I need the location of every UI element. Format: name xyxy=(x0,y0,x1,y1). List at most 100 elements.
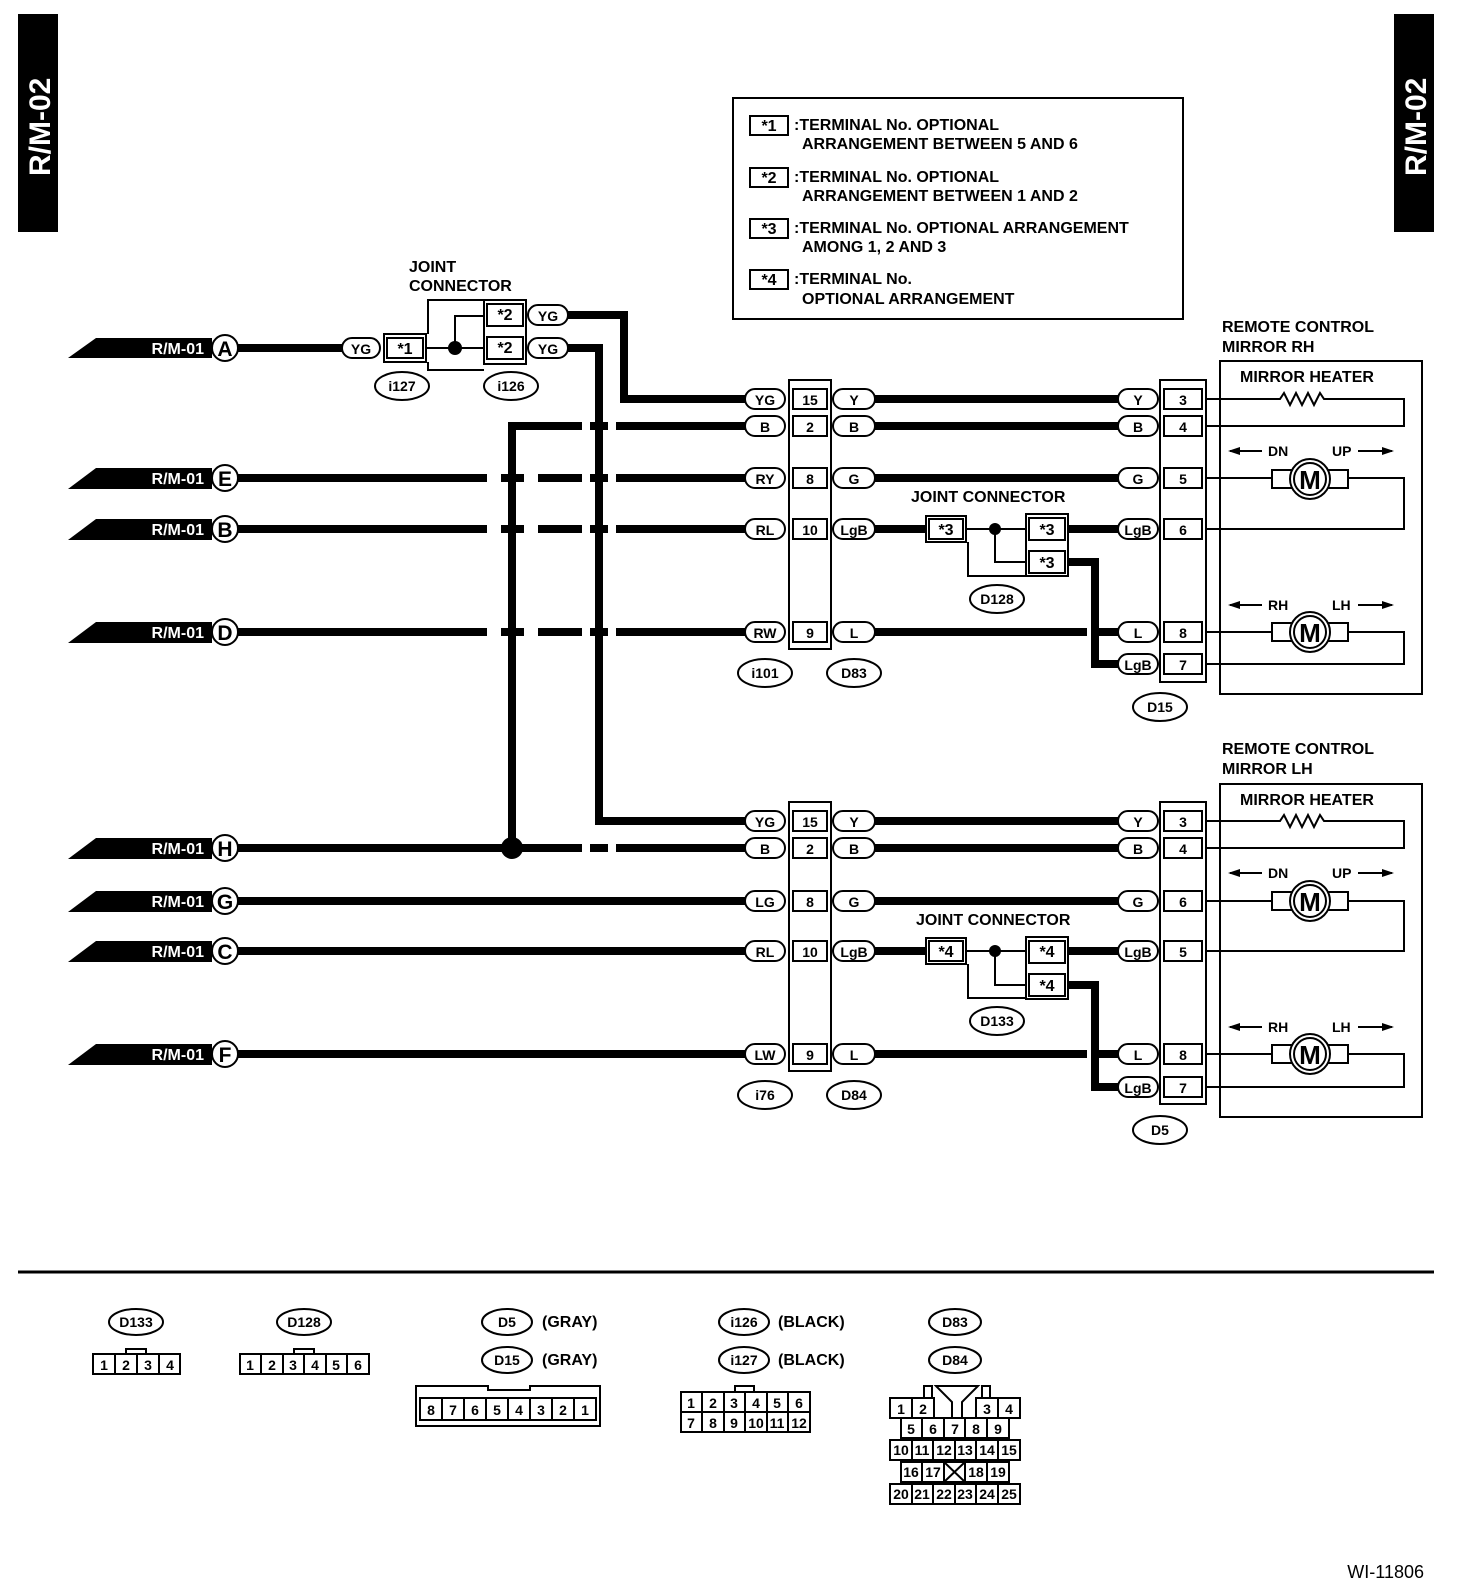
terminal-key: *4 xyxy=(1039,944,1054,961)
pin-number: 10 xyxy=(802,944,818,960)
pin-number: 7 xyxy=(449,1402,457,1418)
pin-number: 20 xyxy=(893,1486,909,1502)
motor-label: M xyxy=(1299,465,1321,495)
legend-item: *4 :TERMINAL No. OPTIONAL ARRANGEMENT xyxy=(749,269,1015,308)
source-ref: R/M-01 xyxy=(152,341,205,358)
source-letter: B xyxy=(217,519,232,542)
connector-id: D133 xyxy=(119,1314,153,1330)
wire-color-label: G xyxy=(849,471,860,487)
source-flag-h: R/M-01 H xyxy=(68,834,239,862)
pin-number: 3 xyxy=(1179,814,1187,830)
page-tab-left: R/M-02 xyxy=(18,14,58,232)
wire-color-label: RL xyxy=(756,944,775,960)
source-letter: E xyxy=(218,468,232,491)
pin-number: 18 xyxy=(968,1464,984,1480)
wire-color-label: LG xyxy=(755,894,775,910)
motor-dir-label: LH xyxy=(1332,597,1351,613)
wire-color-label: LgB xyxy=(1124,1080,1151,1096)
heater-resistor-icon xyxy=(1206,812,1405,849)
component-title: MIRROR LH xyxy=(1222,761,1313,778)
pin-number: 3 xyxy=(1179,392,1187,408)
pin-number: 8 xyxy=(1179,625,1187,641)
wire-color-label: Y xyxy=(1133,392,1143,408)
page-tab-left-label: R/M-02 xyxy=(24,78,57,176)
terminal-key: *3 xyxy=(938,522,953,539)
mirror-rh-group: YG B RY RL RW 15 2 8 10 9 Y B G LgB L i1… xyxy=(737,319,1423,722)
joint-title: JOINT CONNECTOR xyxy=(911,489,1066,506)
pin-number: 3 xyxy=(730,1395,738,1411)
source-letter: F xyxy=(219,1044,232,1067)
wire-color-label: L xyxy=(1134,625,1143,641)
joint-title: JOINT CONNECTOR xyxy=(916,912,1071,929)
pin-number: 22 xyxy=(936,1486,952,1502)
wire-color-label: LgB xyxy=(1124,944,1151,960)
pin-number: 2 xyxy=(919,1401,927,1417)
wire-color-label: RL xyxy=(756,522,775,538)
wire-color-label: YG xyxy=(538,341,558,357)
pin-number: 1 xyxy=(246,1357,254,1373)
terminal-key: *3 xyxy=(1039,555,1054,572)
connector-id: D15 xyxy=(494,1352,520,1368)
pin-number: 4 xyxy=(1179,419,1187,435)
joint-title: CONNECTOR xyxy=(409,278,512,295)
wire-color-label: YG xyxy=(351,341,371,357)
wire-color-label: B xyxy=(760,841,770,857)
connector-id: D83 xyxy=(942,1314,968,1330)
wire-color-label: B xyxy=(1133,419,1143,435)
motor-label: M xyxy=(1299,618,1321,648)
legend-box: *1 :TERMINAL No. OPTIONAL ARRANGEMENT BE… xyxy=(732,97,1184,320)
source-ref: R/M-01 xyxy=(152,841,205,858)
pin-number: 6 xyxy=(929,1421,937,1437)
motor-icon: M xyxy=(1271,611,1349,653)
pin-number: 4 xyxy=(166,1357,174,1373)
wire-color-label: Y xyxy=(849,392,859,408)
pin-number: 3 xyxy=(289,1357,297,1373)
pin-number: 15 xyxy=(1001,1442,1017,1458)
connector-face-d83-d84: D83 D84 1 2 3 4 5 6 7 8 9 10 11 12 13 14… xyxy=(889,1308,1021,1505)
source-ref: R/M-01 xyxy=(152,1047,205,1064)
wire-color-label: B xyxy=(760,419,770,435)
wire-color-label: LgB xyxy=(840,522,867,538)
wire-color-label: LgB xyxy=(1124,522,1151,538)
legend-key: *1 xyxy=(761,118,776,135)
connector-face-d5-d15: D5 (GRAY) D15 (GRAY) 8 7 6 5 4 3 2 1 xyxy=(415,1308,601,1427)
pin-number: 13 xyxy=(957,1442,973,1458)
pin-number: 9 xyxy=(730,1415,738,1431)
pin-number: 10 xyxy=(802,522,818,538)
motor-dir-label: RH xyxy=(1268,1019,1288,1035)
pin-number: 1 xyxy=(100,1357,108,1373)
pin-number: 5 xyxy=(332,1357,340,1373)
pin-number: 2 xyxy=(268,1357,276,1373)
connector-id: D84 xyxy=(841,1087,867,1103)
pin-number: 6 xyxy=(795,1395,803,1411)
connector-face-d128: D128 1 2 3 4 5 6 xyxy=(239,1308,370,1375)
pin-number: 2 xyxy=(806,841,814,857)
source-flag-g: R/M-01 G xyxy=(68,887,239,915)
connector-id: i126 xyxy=(497,378,524,394)
pin-number: 8 xyxy=(806,471,814,487)
pin-number: 12 xyxy=(791,1415,807,1431)
pin-number: 5 xyxy=(907,1421,915,1437)
connector-id: D133 xyxy=(980,1013,1014,1029)
pin-number: 4 xyxy=(1005,1401,1013,1417)
source-flag-a: R/M-01 A xyxy=(68,334,239,362)
pin-number: 11 xyxy=(770,1415,785,1431)
pin-number: 7 xyxy=(1179,657,1187,673)
pin-number: 15 xyxy=(802,814,818,830)
legend-item: *3 :TERMINAL No. OPTIONAL ARRANGEMENT AM… xyxy=(749,218,1129,256)
pin-number: 24 xyxy=(979,1486,995,1502)
motor-dir-label: DN xyxy=(1268,443,1288,459)
joint-title: JOINT xyxy=(409,259,456,276)
pin-number: 7 xyxy=(951,1421,959,1437)
source-ref: R/M-01 xyxy=(152,625,205,642)
connector-face-d133: D133 1 2 3 4 xyxy=(92,1308,181,1375)
legend-text: AMONG 1, 2 AND 3 xyxy=(802,239,946,256)
legend-text: ARRANGEMENT BETWEEN 1 AND 2 xyxy=(802,188,1078,205)
pin-number: 16 xyxy=(903,1464,919,1480)
pin-number: 11 xyxy=(915,1442,930,1458)
source-flag-f: R/M-01 F xyxy=(68,1040,239,1068)
pin-number: 19 xyxy=(990,1464,1006,1480)
source-ref: R/M-01 xyxy=(152,522,205,539)
heater-label: MIRROR HEATER xyxy=(1240,369,1374,386)
